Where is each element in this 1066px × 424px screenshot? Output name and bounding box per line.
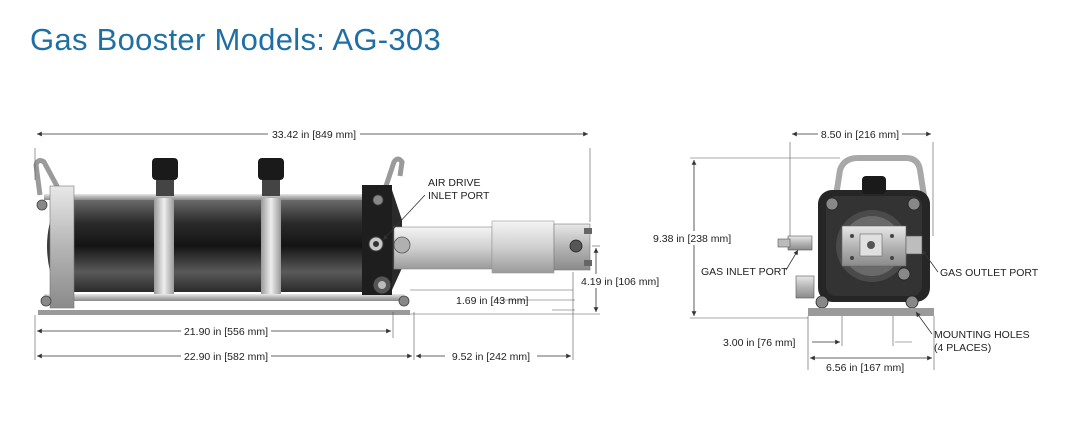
end-view: 8.50 in [216 mm] 9.38 in [238 mm] 3.00 i… bbox=[646, 127, 1039, 374]
cylinder-band-1 bbox=[154, 198, 174, 294]
air-valve-knob-1 bbox=[152, 158, 178, 180]
page-title: Gas Booster Models: AG-303 bbox=[30, 22, 441, 57]
side-view: 33.42 in [849 mm] 21.90 in [556 mm] 22.9… bbox=[33, 127, 662, 363]
dim-height: 4.19 in [106 mm] bbox=[581, 276, 659, 288]
end-bolt-tr bbox=[907, 197, 921, 211]
air-valve-stem-1 bbox=[156, 178, 174, 196]
air-inlet-hole bbox=[373, 241, 379, 247]
callout-gas-outlet bbox=[921, 249, 939, 273]
right-handle bbox=[381, 156, 405, 193]
left-handle bbox=[33, 158, 61, 196]
label-air-drive-line2: INLET PORT bbox=[428, 190, 490, 202]
label-gas-outlet-port: GAS OUTLET PORT bbox=[940, 267, 1039, 279]
front-valve-center bbox=[378, 281, 386, 289]
end-gas-port bbox=[867, 241, 875, 249]
gas-outlet-fitting bbox=[905, 235, 923, 255]
callout-mounting-holes bbox=[915, 311, 933, 335]
drive-cylinder bbox=[56, 200, 372, 292]
dim-outlet-offset: 1.69 in [43 mm] bbox=[456, 295, 528, 307]
rear-bolt-bottom bbox=[40, 295, 52, 307]
dim-mount-spacing-small: 3.00 in [76 mm] bbox=[723, 337, 795, 349]
cylinder-band-2 bbox=[261, 198, 281, 294]
label-mounting-holes-line1: MOUNTING HOLES bbox=[934, 329, 1030, 341]
air-valve-stem-2 bbox=[262, 178, 280, 196]
dim-air-drive-length: 21.90 in [556 mm] bbox=[184, 326, 268, 338]
top-tie-rod bbox=[44, 194, 384, 200]
dim-end-height: 9.38 in [238 mm] bbox=[653, 233, 731, 245]
end-bolt-bl bbox=[815, 295, 829, 309]
gas-head-bolt-2 bbox=[584, 260, 592, 266]
end-bolt-br bbox=[905, 295, 919, 309]
dim-base-length: 22.90 in [582 mm] bbox=[184, 351, 268, 363]
rear-bolt-top bbox=[36, 199, 48, 211]
end-bolt-tl bbox=[825, 197, 839, 211]
dim-gas-section-length: 9.52 in [242 mm] bbox=[452, 351, 530, 363]
callout-air-drive-inlet bbox=[382, 194, 426, 241]
end-handle bbox=[833, 155, 927, 197]
label-gas-inlet-port: GAS INLET PORT bbox=[701, 266, 788, 278]
gas-head-bolt-1 bbox=[584, 228, 592, 234]
base-foot bbox=[38, 310, 410, 315]
end-base-foot bbox=[808, 308, 934, 316]
rear-end-plate bbox=[49, 185, 75, 309]
end-bolt-mid bbox=[897, 267, 911, 281]
dim-overall-length: 33.42 in [849 mm] bbox=[272, 129, 356, 141]
dim-end-width: 8.50 in [216 mm] bbox=[821, 129, 899, 141]
front-bolt-bottom bbox=[398, 295, 410, 307]
front-bolt-top bbox=[372, 194, 384, 206]
gas-port bbox=[569, 239, 583, 253]
bottom-tie-rod bbox=[44, 294, 404, 301]
callout-gas-inlet bbox=[785, 249, 799, 271]
lower-fitting bbox=[795, 275, 815, 299]
air-valve-knob-2 bbox=[258, 158, 284, 180]
end-knob bbox=[862, 176, 886, 194]
gas-section-tube bbox=[393, 226, 493, 270]
gas-inlet-fitting bbox=[787, 235, 813, 251]
dim-mount-spacing-large: 6.56 in [167 mm] bbox=[826, 362, 904, 374]
label-mounting-holes-line2: (4 PLACES) bbox=[934, 342, 991, 354]
label-air-drive-line1: AIR DRIVE bbox=[428, 177, 481, 189]
gas-section-nut bbox=[393, 236, 411, 254]
gas-head-body bbox=[491, 220, 555, 274]
